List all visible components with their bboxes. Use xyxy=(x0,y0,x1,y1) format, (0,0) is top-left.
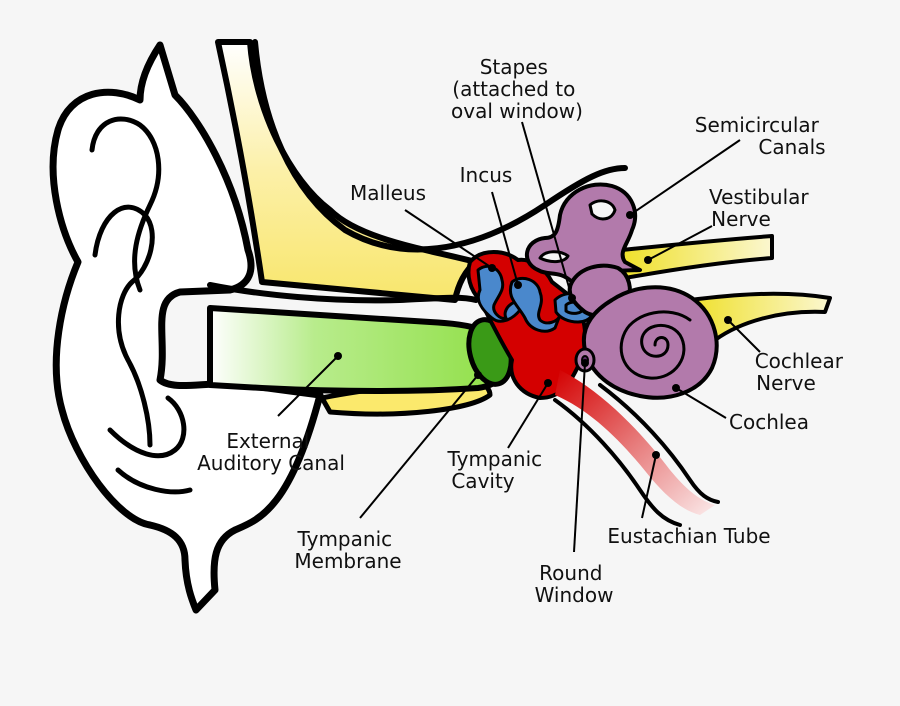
dot-eustachian xyxy=(652,451,660,459)
auricle xyxy=(49,41,324,614)
dot-cochlear-nerve xyxy=(724,316,732,324)
leader-external-canal xyxy=(277,355,339,417)
leader-vestibular xyxy=(647,225,713,261)
leader-malleus xyxy=(404,209,493,269)
dot-incus xyxy=(514,281,522,289)
label-cochlea: Cochlea xyxy=(729,410,809,434)
dot-cochlea xyxy=(672,384,680,392)
dot-tympanic-cavity xyxy=(544,379,552,387)
external-auditory-canal xyxy=(207,305,514,394)
helix-inner-fold xyxy=(89,116,162,293)
label-external-auditory-canal: External Auditory Canal xyxy=(197,429,345,475)
dot-tympanic-membrane xyxy=(474,371,482,379)
skull-canal-roof xyxy=(207,282,479,304)
leader-lines xyxy=(277,121,761,553)
earlobe-fold xyxy=(115,467,193,495)
leader-dots xyxy=(334,211,732,459)
skull-upper-outline xyxy=(252,39,628,253)
label-vestibular-nerve: Vestibular Nerve xyxy=(709,185,815,231)
dot-external-canal xyxy=(334,352,342,360)
bone-upper-region xyxy=(215,39,479,303)
eustachian-tube-shape xyxy=(555,370,715,515)
leader-tympanic-membrane xyxy=(359,374,479,519)
canal-body xyxy=(207,305,512,394)
label-eustachian-tube: Eustachian Tube xyxy=(607,524,770,548)
inner-ear-labyrinth xyxy=(525,182,719,400)
leader-cochlea xyxy=(675,387,727,419)
dot-round-window xyxy=(581,359,589,367)
cochlea-spiral xyxy=(619,310,692,380)
label-tympanic-cavity: Tympanic Cavity xyxy=(447,447,549,493)
posterior-canal-loop xyxy=(588,199,617,221)
cochlea-shape xyxy=(581,285,719,400)
leader-tympanic-cavity xyxy=(507,382,549,449)
dot-stapes xyxy=(568,294,576,302)
leader-eustachian xyxy=(641,454,657,519)
leader-semicircular xyxy=(629,139,741,216)
label-semicircular-canals: Semicircular Canals xyxy=(695,113,826,159)
label-stapes: Stapes (attached to oval window) xyxy=(451,55,583,123)
labels: Stapes (attached to oval window) Semicir… xyxy=(197,55,850,607)
leader-stapes xyxy=(521,121,573,299)
vestibular-nerve-shape xyxy=(620,234,774,280)
label-incus: Incus xyxy=(460,163,513,187)
label-round-window: Round Window xyxy=(535,561,614,607)
leader-incus xyxy=(491,191,519,286)
leader-round-window xyxy=(573,362,586,553)
dot-malleus xyxy=(488,264,496,272)
eustachian-tube-wall-lower xyxy=(553,398,682,527)
incus-bone xyxy=(509,276,562,333)
eustachian-tube-wall-upper xyxy=(598,383,720,504)
label-tympanic-membrane: Tympanic Membrane xyxy=(294,527,401,573)
lateral-canal-loop xyxy=(538,250,570,264)
label-cochlear-nerve: Cochlear Nerve xyxy=(755,349,850,395)
cochlear-nerve-shape xyxy=(688,291,832,342)
concha-fold xyxy=(107,395,187,459)
dot-semicircular xyxy=(626,211,634,219)
leader-cochlear-nerve xyxy=(727,319,761,353)
dot-vestibular xyxy=(644,256,652,264)
antihelix-fold xyxy=(92,204,155,448)
label-malleus: Malleus xyxy=(350,181,426,205)
